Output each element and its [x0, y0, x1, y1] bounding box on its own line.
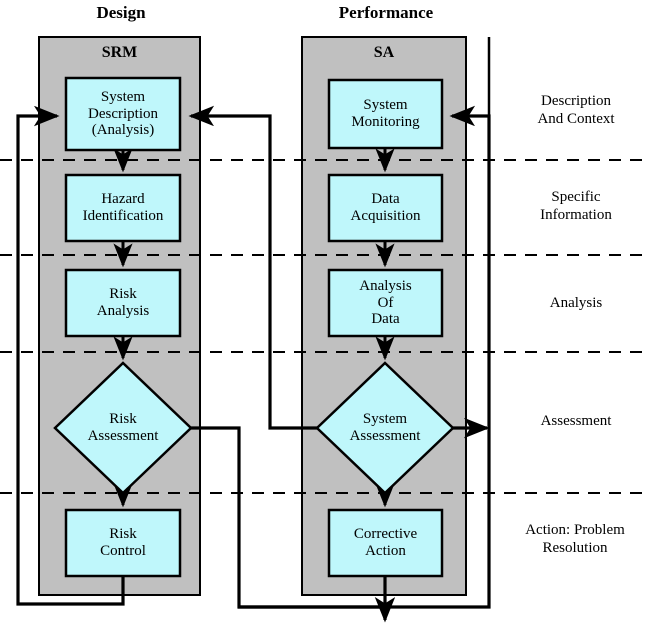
node-system-monitoring[interactable] [327, 78, 444, 150]
line: Resolution [542, 540, 608, 556]
line: Information [540, 207, 612, 223]
sa-corrective-feedback-to-monitoring [238, 105, 491, 609]
band-label-assessment: Assessment [506, 412, 646, 430]
node-risk-assessment[interactable] [53, 361, 193, 495]
node-risk-control[interactable] [64, 508, 182, 578]
band-label-analysis: Analysis [506, 294, 646, 312]
node-corrective-action[interactable] [327, 508, 444, 578]
line: Assessment [540, 413, 612, 429]
column-title-design: Design [96, 3, 146, 22]
panel-title-sa: SA [373, 44, 395, 61]
band-dividers [0, 159, 649, 494]
line: Analysis [549, 295, 603, 311]
column-title-performance: Performance [338, 3, 434, 22]
node-system-description[interactable] [64, 76, 182, 152]
band-label-action-problem-resolution: Action: Problem Resolution [500, 521, 649, 557]
node-risk-analysis[interactable] [64, 268, 182, 338]
sa-assessment-to-srm-description [188, 105, 317, 430]
node-analysis-of-data[interactable] [327, 268, 444, 338]
node-data-acquisition[interactable] [327, 173, 444, 243]
panel-title-srm: SRM [101, 44, 138, 61]
line: Action: Problem [525, 522, 625, 538]
line: Specific [551, 189, 601, 205]
line: And Context [537, 111, 615, 127]
line: Description [541, 93, 611, 109]
node-system-assessment[interactable] [315, 361, 455, 495]
node-hazard-identification[interactable] [64, 173, 182, 243]
band-label-description-and-context: Description And Context [506, 92, 646, 128]
srm-control-feedback-to-description [16, 105, 125, 606]
band-label-specific-information: Specific Information [506, 188, 646, 224]
